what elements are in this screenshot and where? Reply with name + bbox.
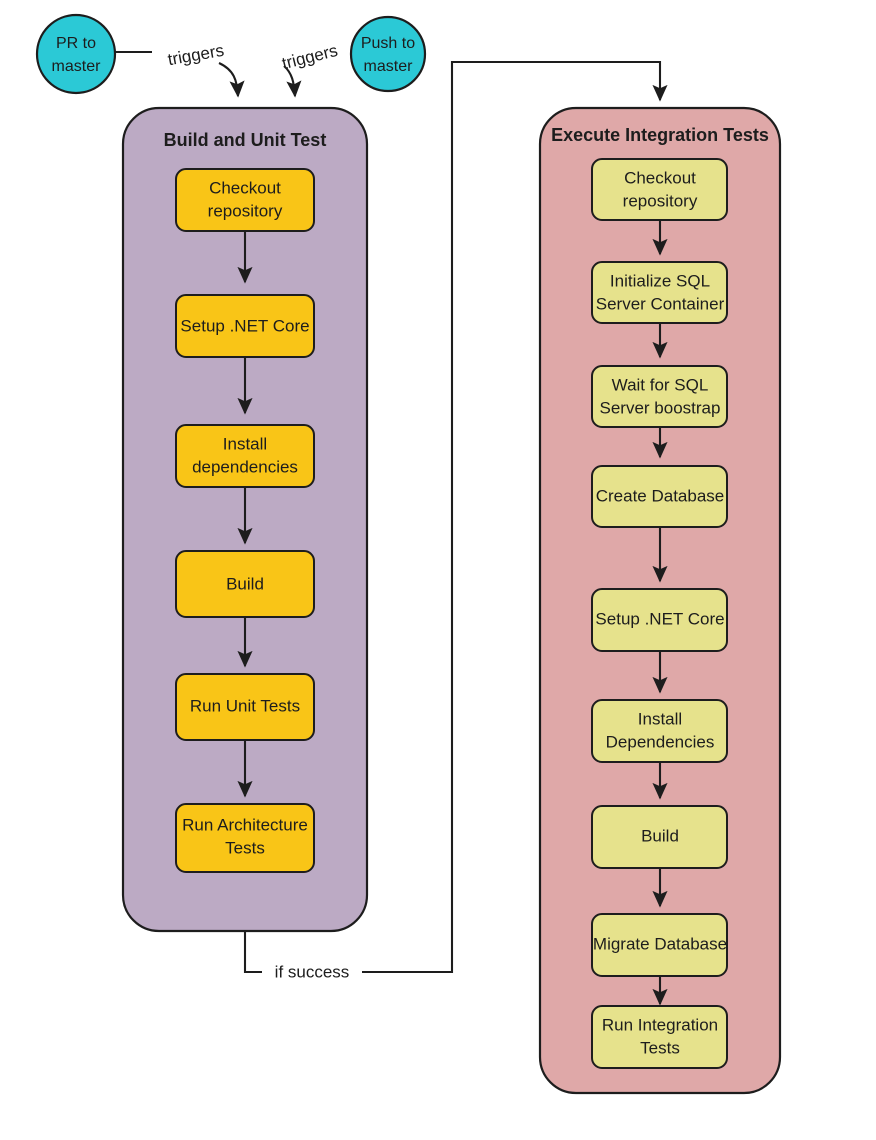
node-checkout-repository-2-line1: Checkout bbox=[624, 168, 696, 187]
node-build-2-box[interactable] bbox=[591, 805, 728, 869]
node-build-2-line1: Build bbox=[641, 826, 679, 845]
node-setup-dotnet-core-2-box[interactable] bbox=[591, 588, 728, 652]
node-install-dependencies-line2: dependencies bbox=[192, 457, 298, 476]
node-build-line1: Build bbox=[226, 574, 264, 593]
edge-label-if-success: if success bbox=[275, 962, 350, 981]
node-run-integration-tests[interactable]: Run Integration Tests bbox=[591, 1005, 728, 1069]
node-create-database[interactable]: Create Database bbox=[591, 465, 728, 528]
node-setup-dotnet-core-2-line1: Setup .NET Core bbox=[595, 609, 724, 628]
node-install-dependencies-2-line1: Install bbox=[638, 709, 682, 728]
node-run-architecture-tests-line2: Tests bbox=[225, 838, 265, 857]
pr-to-master-line1: PR to bbox=[56, 35, 96, 52]
node-checkout-repository-line2: repository bbox=[208, 201, 283, 220]
node-run-architecture-tests-box[interactable] bbox=[175, 803, 315, 873]
node-run-unit-tests-box[interactable] bbox=[175, 673, 315, 741]
node-create-database-line1: Create Database bbox=[596, 486, 725, 505]
node-run-unit-tests-line1: Run Unit Tests bbox=[190, 696, 300, 715]
node-checkout-repository-2-line2: repository bbox=[623, 191, 698, 210]
node-initialize-sql-line2: Server Container bbox=[596, 294, 725, 313]
node-setup-dotnet-core-2[interactable]: Setup .NET Core bbox=[591, 588, 728, 652]
node-create-database-box[interactable] bbox=[591, 465, 728, 528]
push-to-master-line1: Push to bbox=[361, 35, 415, 52]
edge-label-triggers-right: triggers bbox=[280, 41, 340, 73]
edge-pr-to-build bbox=[218, 62, 245, 98]
node-wait-for-sql-server-boostrap-box[interactable] bbox=[591, 365, 728, 428]
node-initialize-sql-line1: Initialize SQL bbox=[610, 271, 710, 290]
node-checkout-repository-box[interactable] bbox=[175, 168, 315, 232]
node-build[interactable]: Build bbox=[175, 550, 315, 618]
node-setup-dotnet-core-line1: Setup .NET Core bbox=[180, 316, 309, 335]
cluster-integration-title: Execute Integration Tests bbox=[551, 125, 769, 145]
edge-label-triggers-left: triggers bbox=[166, 41, 225, 70]
node-run-integration-tests-line2: Tests bbox=[640, 1038, 680, 1057]
node-install-dependencies-2-box[interactable] bbox=[591, 699, 728, 763]
node-wait-for-sql-server-boostrap[interactable]: Wait for SQL Server boostrap bbox=[591, 365, 728, 428]
node-initialize-sql-server-container-box[interactable] bbox=[591, 261, 728, 324]
node-run-integration-tests-box[interactable] bbox=[591, 1005, 728, 1069]
node-install-dependencies[interactable]: Install dependencies bbox=[175, 424, 315, 488]
cluster-build-title: Build and Unit Test bbox=[164, 130, 327, 150]
trigger-pr-to-master[interactable]: PR to master bbox=[35, 13, 117, 95]
node-run-architecture-tests[interactable]: Run Architecture Tests bbox=[175, 803, 315, 873]
node-run-unit-tests[interactable]: Run Unit Tests bbox=[175, 673, 315, 741]
edge-push-to-build bbox=[283, 65, 302, 98]
push-to-master-circle[interactable] bbox=[349, 15, 427, 93]
push-to-master-line2: master bbox=[364, 58, 414, 75]
node-migrate-database-line1: Migrate Database bbox=[593, 934, 727, 953]
node-setup-dotnet-core[interactable]: Setup .NET Core bbox=[175, 294, 315, 358]
node-checkout-repository-line1: Checkout bbox=[209, 178, 281, 197]
node-setup-dotnet-core-box[interactable] bbox=[175, 294, 315, 358]
edge-if-success bbox=[243, 60, 660, 974]
node-checkout-repository-2[interactable]: Checkout repository bbox=[591, 158, 728, 221]
pr-to-master-line2: master bbox=[52, 58, 102, 75]
trigger-push-to-master[interactable]: Push to master bbox=[349, 15, 427, 93]
node-wait-sql-line2: Server boostrap bbox=[600, 398, 721, 417]
node-install-dependencies-box[interactable] bbox=[175, 424, 315, 488]
pr-to-master-circle[interactable] bbox=[35, 13, 117, 95]
node-install-dependencies-line1: Install bbox=[223, 434, 267, 453]
node-build-box[interactable] bbox=[175, 550, 315, 618]
node-install-dependencies-2-line2: Dependencies bbox=[606, 732, 715, 751]
node-build-2[interactable]: Build bbox=[591, 805, 728, 869]
node-wait-sql-line1: Wait for SQL bbox=[612, 375, 709, 394]
node-migrate-database-box[interactable] bbox=[591, 913, 728, 977]
node-checkout-repository[interactable]: Checkout repository bbox=[175, 168, 315, 232]
node-install-dependencies-2[interactable]: Install Dependencies bbox=[591, 699, 728, 763]
node-migrate-database[interactable]: Migrate Database bbox=[591, 913, 728, 977]
node-checkout-repository-2-box[interactable] bbox=[591, 158, 728, 221]
node-initialize-sql-server-container[interactable]: Initialize SQL Server Container bbox=[591, 261, 728, 324]
node-run-architecture-tests-line1: Run Architecture bbox=[182, 815, 308, 834]
node-run-integration-tests-line1: Run Integration bbox=[602, 1015, 718, 1034]
